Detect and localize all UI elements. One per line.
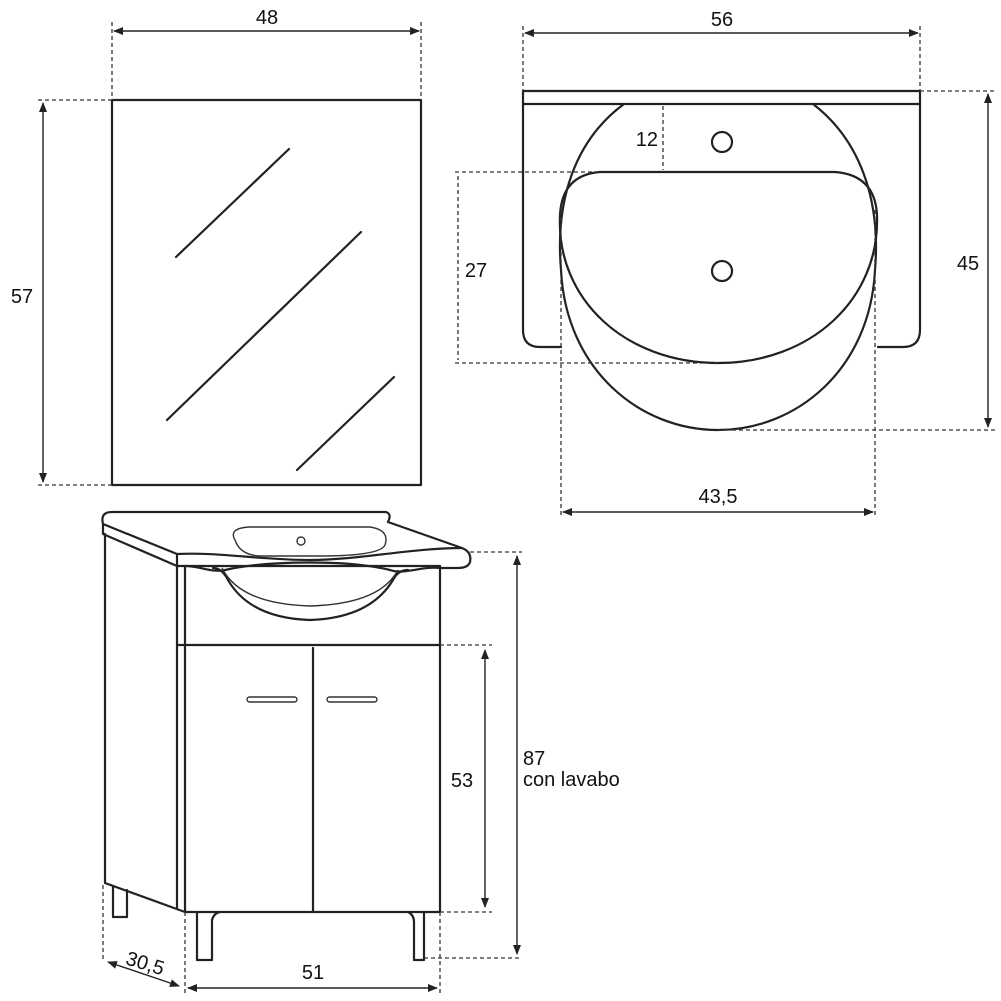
- cabinet-width-dimension: 51: [184, 912, 441, 993]
- tap-offset-label: 12: [636, 129, 658, 151]
- countertop-back: [101, 510, 391, 526]
- basin-width-dimension: 43,5: [560, 210, 876, 516]
- basin-underside: [211, 566, 410, 622]
- mirror-height-label: 57: [11, 286, 33, 308]
- cabinet-depth-label: 30,5: [123, 948, 167, 980]
- countertop-front: [175, 520, 472, 573]
- cabinet-side-panel: [103, 532, 187, 914]
- leg-front-right: [406, 910, 426, 962]
- mirror-front-view: 48 57: [11, 7, 423, 487]
- countertop-front-top: [175, 546, 464, 562]
- sink-top-view: 56 45 12 27 43,5: [455, 9, 996, 516]
- basin-opening: [232, 526, 387, 557]
- basin-depth-dimension: 27: [455, 171, 718, 364]
- sink-basin: [558, 170, 879, 365]
- total-height-dimension: 87 con lavabo: [424, 551, 620, 959]
- mirror-reflection-line: [165, 230, 363, 422]
- leg-front-left: [195, 910, 222, 962]
- tap-offset-dimension: 12: [636, 106, 664, 170]
- mirror-reflection-line: [295, 375, 396, 472]
- sink-width-label: 56: [711, 9, 733, 31]
- sink-width-dimension: 56: [522, 9, 921, 91]
- mirror-reflection-line: [174, 147, 291, 259]
- cabinet-depth-dimension: 30,5: [102, 885, 180, 987]
- overflow-hole: [296, 536, 306, 546]
- mirror-height-dimension: 57: [11, 99, 112, 486]
- tap-hole: [710, 130, 734, 154]
- basin-width-label: 43,5: [699, 486, 738, 508]
- cabinet-perspective-view: 53 87 con lavabo 51 30,5: [101, 510, 620, 993]
- sink-outline: [521, 89, 922, 349]
- sink-depth-label: 45: [957, 253, 979, 275]
- cabinet-width-label: 51: [302, 962, 324, 984]
- door-handle-right: [326, 696, 378, 703]
- mirror-width-dimension: 48: [111, 7, 422, 100]
- sink-bowl-outer: [558, 102, 878, 432]
- countertop-side: [101, 522, 179, 568]
- leg-back-left: [111, 884, 129, 919]
- basin-depth-label: 27: [465, 260, 487, 282]
- door-height-label: 53: [451, 770, 473, 792]
- sink-depth-dimension: 45: [718, 90, 996, 431]
- mirror-frame: [110, 98, 423, 487]
- total-height-label: 87: [523, 748, 545, 770]
- total-height-note: con lavabo: [523, 769, 620, 791]
- door-height-dimension: 53: [440, 644, 492, 913]
- door-handle-left: [246, 696, 298, 703]
- mirror-width-label: 48: [256, 7, 278, 29]
- drain-hole: [710, 259, 734, 283]
